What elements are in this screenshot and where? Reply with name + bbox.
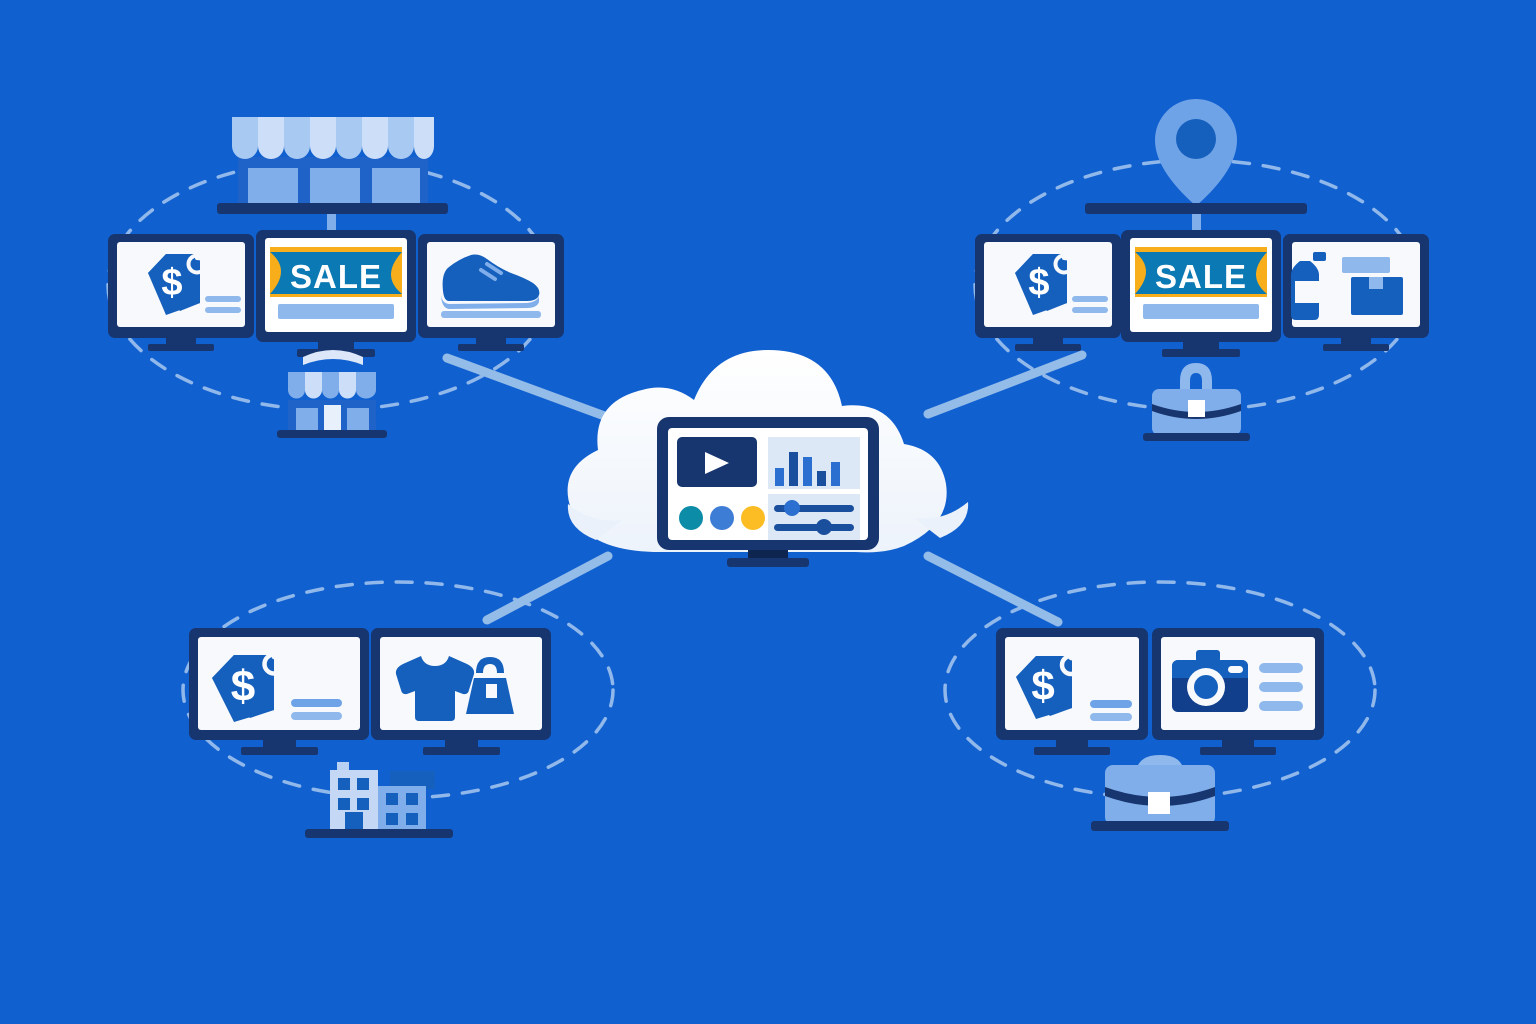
svg-text:$: $ (1031, 662, 1054, 709)
status-dots (679, 506, 765, 530)
sale-banner: SALE (1135, 247, 1267, 297)
slider-panel[interactable] (768, 494, 860, 540)
slider-bottom[interactable] (774, 519, 854, 535)
slider-top[interactable] (774, 500, 854, 516)
monitor-shoe[interactable] (418, 234, 564, 351)
connector-cloud-to-bottom-right (923, 551, 1063, 627)
dashboard-monitor[interactable] (657, 417, 879, 567)
price-tag-icon: $ (1015, 253, 1081, 315)
monitor-price-tag[interactable]: $ (975, 234, 1121, 351)
sale-banner: SALE (270, 247, 402, 297)
shoe-icon (441, 254, 540, 309)
monitor-sale-banner[interactable]: SALE (256, 230, 416, 357)
bottle-box-icon (1291, 252, 1403, 320)
monitor-price-tag[interactable]: $ (108, 234, 254, 351)
orbit-bottom-left (181, 580, 615, 800)
play-button-icon (705, 452, 729, 474)
connector-cloud-to-bottom-left (482, 551, 613, 625)
camera-icon (1172, 650, 1303, 712)
price-tag-icon: $ (212, 652, 293, 722)
price-tag-icon: $ (1016, 653, 1089, 719)
monitor-sale-banner[interactable]: SALE (1121, 230, 1281, 357)
monitor-camera[interactable] (1152, 628, 1324, 755)
connector-cloud-to-top-left (442, 353, 615, 423)
connector-cloud-to-top-right (923, 350, 1087, 419)
svg-text:SALE: SALE (290, 258, 382, 295)
monitor-apparel[interactable] (371, 628, 551, 755)
status-dot-yellow (741, 506, 765, 530)
retail-store-cluster: $ SALE (108, 117, 564, 438)
map-pin-icon (1085, 99, 1307, 240)
orbit-bottom-right (943, 580, 1377, 800)
media-business-cluster: $ (996, 628, 1324, 831)
storefront-awning-icon (217, 117, 448, 240)
svg-text:$: $ (231, 662, 255, 711)
small-shop-icon (277, 350, 387, 438)
office-buildings-icon (305, 762, 453, 838)
status-dot-blue (710, 506, 734, 530)
monitor-price-tag[interactable]: $ (996, 628, 1148, 755)
video-player-widget[interactable] (677, 437, 757, 487)
briefcase-icon (1091, 755, 1229, 831)
svg-text:$: $ (1028, 262, 1049, 304)
monitor-grocery[interactable] (1283, 234, 1429, 351)
svg-text:SALE: SALE (1155, 258, 1247, 295)
monitor-price-tag[interactable]: $ (189, 628, 369, 755)
briefcase-icon (1143, 363, 1250, 441)
apparel-business-cluster: $ (189, 628, 551, 838)
price-tag-icon: $ (148, 253, 214, 315)
location-retail-cluster: $ SALE (975, 99, 1429, 441)
svg-text:$: $ (161, 262, 182, 304)
bar-chart-widget (768, 437, 860, 489)
tshirt-handbag-icon (395, 656, 514, 721)
cloud-platform (567, 350, 969, 567)
status-dot-teal (679, 506, 703, 530)
